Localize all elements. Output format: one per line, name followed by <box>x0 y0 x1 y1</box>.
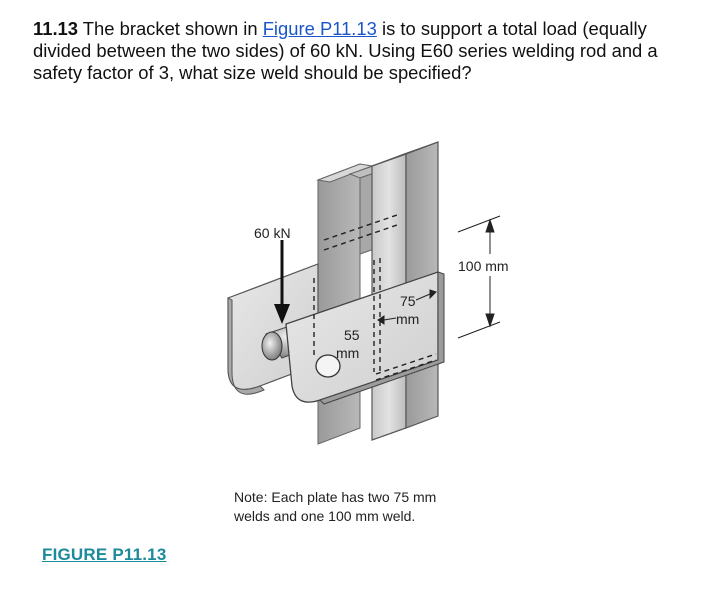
bracket-figure: 60 kN 100 mm 75 mm 55 mm Note: Each plat… <box>227 141 528 524</box>
weld-lines <box>313 213 437 381</box>
weld-label-55: 55 <box>344 327 360 343</box>
weld-label-55-unit: mm <box>336 345 359 361</box>
problem-statement: 11.13 The bracket shown in Figure P11.13… <box>33 18 705 84</box>
note-line-1: Note: Each plate has two 75 mm <box>234 489 436 505</box>
height-label-bg <box>456 254 528 276</box>
figure-caption[interactable]: FIGURE P11.13 <box>42 545 167 564</box>
problem-text-1: The bracket shown in <box>78 18 263 39</box>
weld-arrow-75 <box>377 289 437 325</box>
problem-number: 11.13 <box>33 18 79 39</box>
problem-text-2: is to support a total load (equally divi… <box>33 18 658 83</box>
figure-link[interactable]: Figure P11.13 <box>262 18 377 39</box>
weld-label-75-unit: mm <box>396 311 419 327</box>
height-dimension <box>457 215 501 339</box>
note-line-2: welds and one 100 mm weld. <box>233 508 415 524</box>
front-plate <box>285 271 445 405</box>
height-label: 100 mm <box>458 258 509 274</box>
weld-label-75: 75 <box>400 293 416 309</box>
load-label: 60 kN <box>254 225 291 241</box>
load-arrow <box>274 240 290 324</box>
